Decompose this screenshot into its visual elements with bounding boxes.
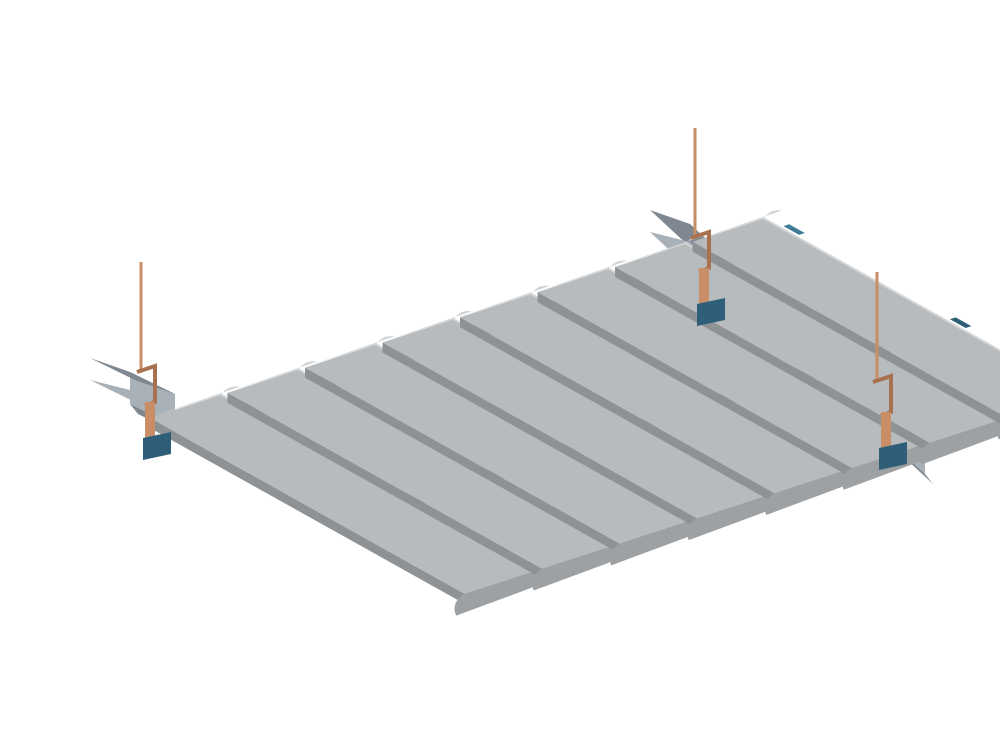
panel-underside: [305, 367, 620, 554]
rod-clip: [879, 442, 907, 470]
panel-front-lip: [919, 419, 1000, 465]
panel-front-lip: [686, 494, 771, 541]
panel-front-lip: [454, 570, 538, 616]
panel-top-face: [227, 369, 614, 569]
rod-hook: [881, 412, 891, 452]
panel-clip: [783, 224, 805, 235]
panel-back-curl: [464, 285, 550, 316]
panel-top-face: [305, 344, 691, 544]
rod-clip: [697, 298, 725, 326]
panel-underside: [227, 392, 542, 579]
panel-back-curl: [696, 210, 782, 240]
panel-top-face: [460, 294, 846, 493]
panel-underside: [150, 418, 465, 604]
ceiling-panel-8: [692, 210, 1000, 440]
panel-back-curl: [309, 336, 395, 366]
panel-back-curl: [154, 386, 240, 416]
panel-front-lip: [531, 545, 616, 591]
panel-top-face: [692, 218, 1000, 414]
carrier-web: [130, 372, 175, 426]
panel-edge-highlight: [763, 217, 1000, 352]
panel-underside: [460, 317, 775, 503]
panel-underside: [615, 266, 930, 453]
rod-clip: [143, 432, 171, 460]
panel-top-face: [615, 243, 1000, 443]
rod-hook: [145, 402, 155, 442]
hanger-rod-1: [136, 262, 171, 460]
rod-hook: [699, 268, 709, 308]
hanger-rod-2: [690, 128, 725, 326]
panel-front-lip: [764, 469, 848, 515]
panel-back-curl: [541, 260, 627, 291]
panel-front-lip: [609, 520, 693, 566]
panel-front-lip: [997, 423, 1000, 440]
panel-underside: [692, 241, 1000, 424]
hanger-rod-3: [872, 272, 907, 470]
panel-top-face: [150, 394, 536, 594]
linear-ceiling-panels: [150, 210, 1000, 616]
panel-top-face: [537, 268, 924, 468]
panel-clip: [949, 317, 972, 328]
hanger-rods: [136, 128, 907, 470]
panel-top-face: [382, 319, 769, 519]
panel-back-curl: [386, 310, 472, 341]
panel-underside: [382, 342, 697, 529]
panel-underside: [537, 292, 852, 478]
panel-back-curl: [231, 361, 317, 391]
